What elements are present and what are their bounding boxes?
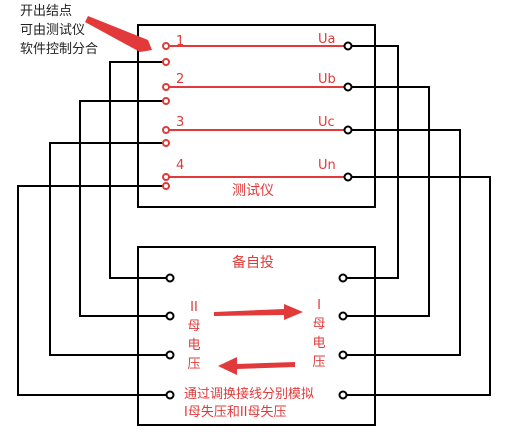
terminal-ua [343,41,353,51]
note-line-1: 通过调换接线分别模拟 [184,387,315,402]
wire-right-ub [345,86,430,317]
wire-right-uc [345,129,461,356]
as-left-terminal-2 [165,311,175,321]
arrow-to-right [214,304,303,320]
auto-switch-box [137,246,376,426]
wire-right-ua [345,45,399,279]
phase-label-ub: Ub [318,72,336,87]
channel-number-2: 2 [176,72,185,87]
node-4b [162,182,170,190]
terminal-uc [343,125,353,135]
phase-label-ua: Ua [318,32,336,47]
as-left-terminal-1 [165,273,175,283]
channel-number-4: 4 [176,158,185,173]
as-left-terminal-3 [165,350,175,360]
as-right-terminal-3 [338,350,348,360]
terminal-ub [343,82,353,92]
auto-switch-title: 备自投 [232,255,274,271]
channel-number-3: 3 [176,115,185,130]
arrow-to-left [218,357,295,375]
phase-label-un: Un [318,158,336,173]
wire-left-2 [79,100,168,317]
wire-left-4 [17,185,168,396]
channel-number-1: 1 [176,34,185,49]
bus-label-i: I母电压 [312,298,326,370]
annotation-line-1: 开出结点 [20,4,73,19]
as-right-terminal-1 [338,273,348,283]
wire-right-un [345,176,491,396]
as-left-terminal-4 [165,390,175,400]
annotation-line-3: 软件控制分合 [20,42,99,57]
node-4a [162,173,170,181]
tester-box [137,24,376,208]
phase-label-uc: Uc [318,115,335,130]
wire-left-1 [109,61,168,279]
terminal-un [343,172,353,182]
node-2b [162,97,170,105]
wire-left-3 [49,142,168,356]
tester-title: 测试仪 [232,183,274,199]
node-3b [162,139,170,147]
as-right-terminal-2 [338,311,348,321]
as-right-terminal-4 [338,390,348,400]
node-1b [162,58,170,66]
node-2a [162,83,170,91]
node-1a [162,42,170,50]
annotation-arrow [85,16,152,52]
bus-label-ii: II母电压 [187,300,201,372]
node-3a [162,126,170,134]
note-line-2: I母失压和II母失压 [184,405,287,420]
annotation-line-2: 可由测试仪 [20,23,86,38]
